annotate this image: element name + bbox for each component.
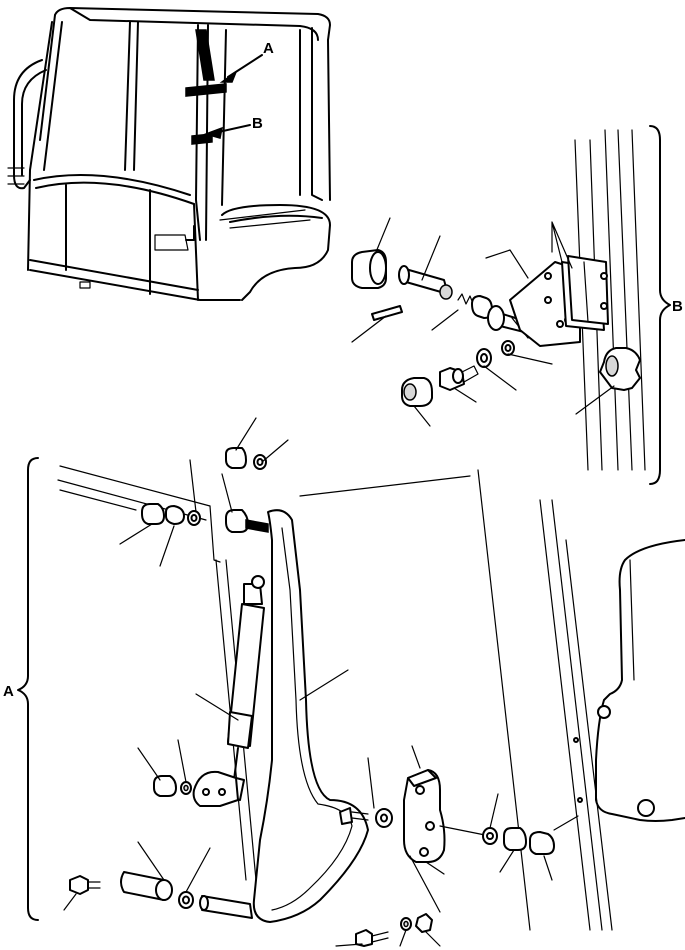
callout-label-b: B [252,115,263,132]
bracket-label-a: A [3,683,14,700]
detail-a: A [3,417,685,947]
cab-overview: A B [7,7,331,301]
bracket-label-b: B [672,298,683,315]
callout-label-a: A [263,40,274,57]
detail-b: B [351,125,683,485]
